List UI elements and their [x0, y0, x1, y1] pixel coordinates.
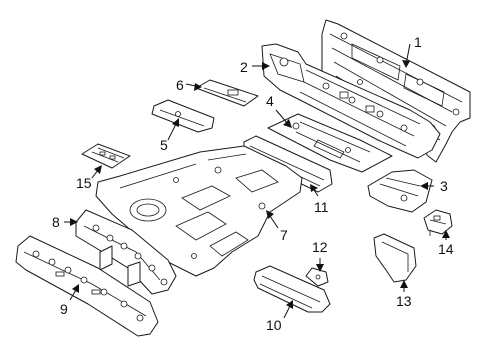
part-4-floor-center [267, 113, 393, 173]
part-10-lower-rail [253, 265, 331, 313]
part-13-bracket [373, 233, 417, 283]
part-14-mount [423, 209, 453, 236]
part-12-clip [305, 267, 329, 287]
part-5-reinforcement [151, 99, 215, 133]
part-2-crossmember [261, 43, 441, 159]
callout-11: 11 [314, 199, 329, 215]
callout-10: 10 [266, 317, 282, 333]
callout-14: 14 [438, 241, 454, 257]
callout-5: 5 [160, 137, 168, 153]
callout-15: 15 [76, 175, 92, 191]
part-8-side-member [75, 209, 177, 295]
part-6-bracket [195, 79, 259, 107]
callout-12: 12 [312, 239, 328, 255]
callout-9: 9 [60, 301, 68, 317]
callout-2: 2 [240, 59, 248, 75]
callout-1: 1 [414, 34, 422, 50]
callout-13: 13 [396, 293, 412, 309]
callout-6: 6 [176, 77, 184, 93]
callout-7: 7 [280, 227, 288, 243]
part-3-side-panel [367, 169, 433, 213]
callout-4: 4 [266, 93, 274, 109]
leader-arrows [64, 43, 450, 319]
part-9-sill-member [15, 235, 159, 337]
callout-8: 8 [52, 214, 60, 230]
callout-3: 3 [440, 178, 448, 194]
part-15-plate [81, 143, 131, 169]
